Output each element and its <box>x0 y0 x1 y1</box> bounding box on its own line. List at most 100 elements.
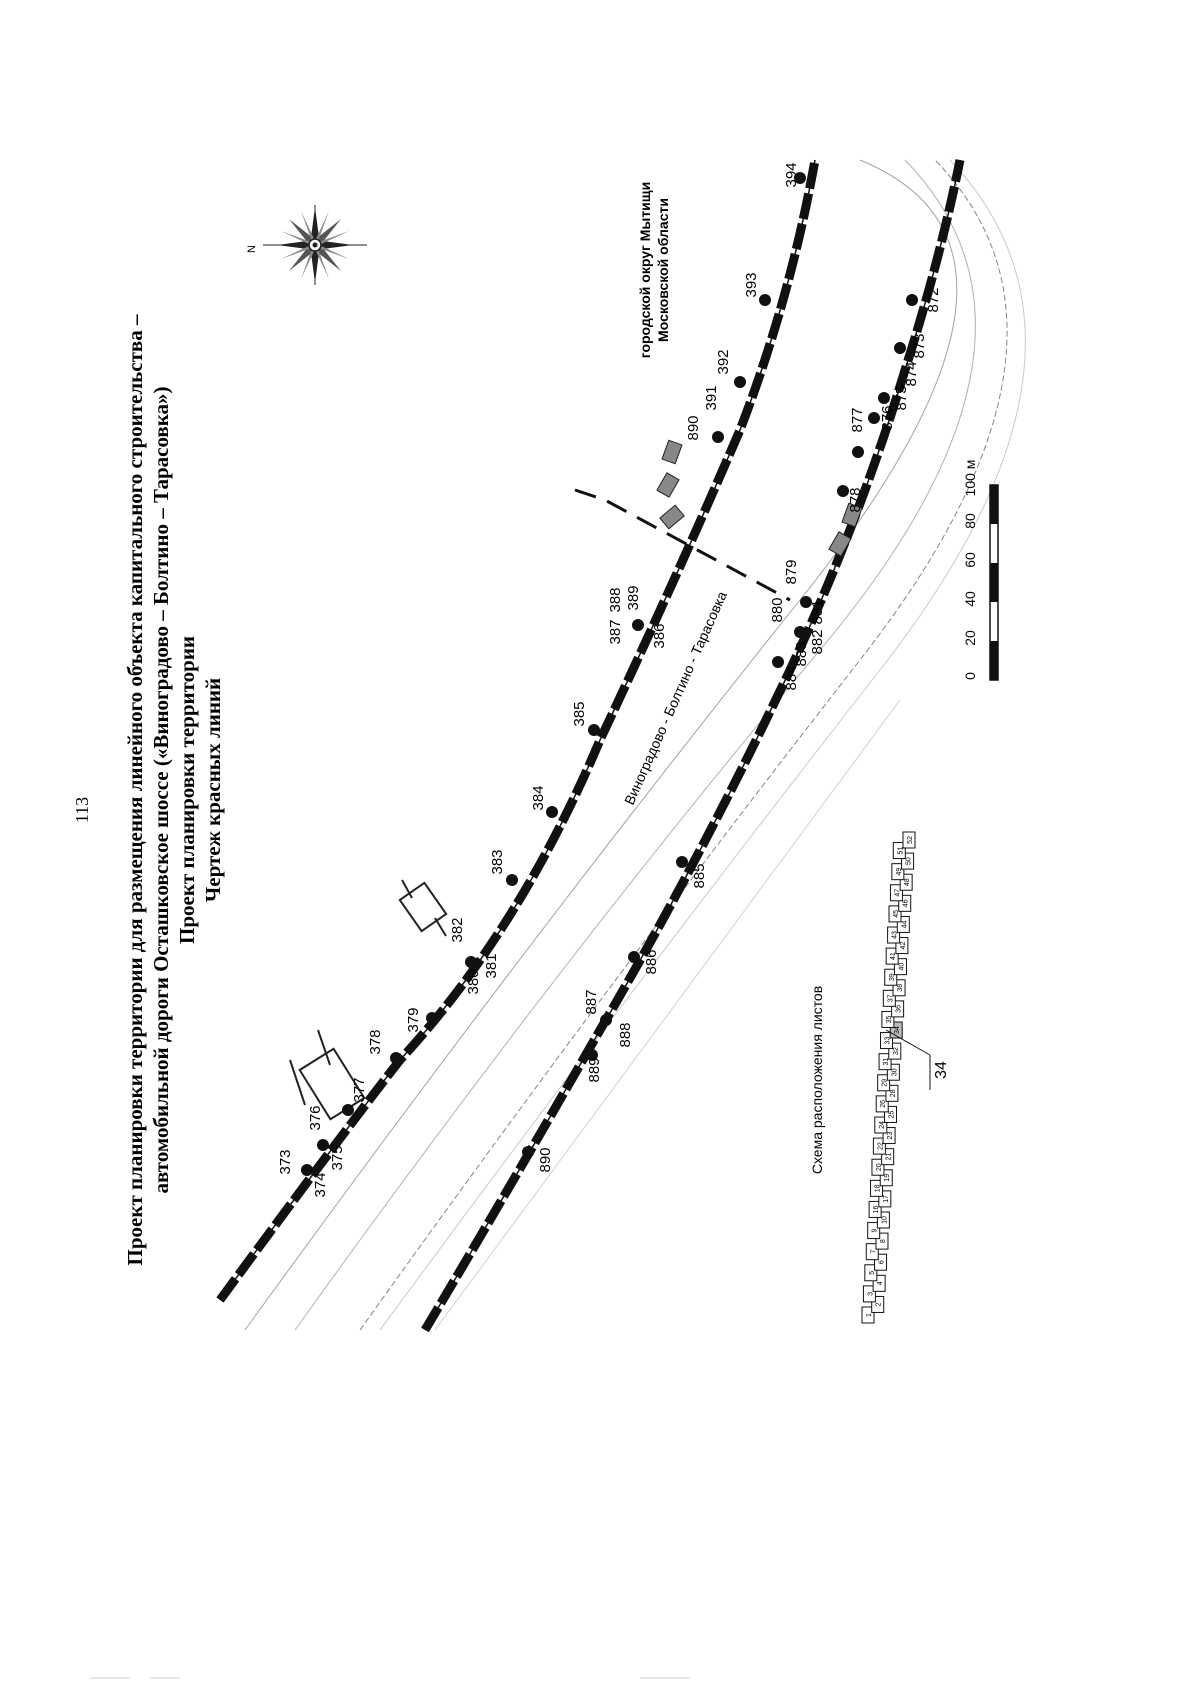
key-map-sheet-number: 18 <box>875 1184 882 1192</box>
point-label: 383 <box>489 849 506 874</box>
key-map-sheet-number: 9 <box>872 1229 879 1233</box>
point-label: 885 <box>691 863 708 888</box>
point-label: 879 <box>783 559 800 584</box>
key-map-sheet-number: 19 <box>884 1174 891 1182</box>
key-map-sheet-box <box>877 1074 891 1092</box>
point-label: 887 <box>583 989 600 1014</box>
key-map-sheet-number: 29 <box>882 1079 889 1087</box>
key-map-sheet-number: 33 <box>884 1037 891 1045</box>
key-map-sheet-number: 48 <box>904 878 911 886</box>
key-map-sheet-box <box>870 1179 884 1197</box>
key-map-sheet-number: 43 <box>892 931 899 939</box>
point-label: 389 <box>625 585 642 610</box>
scale-tick-100: 100 м <box>962 460 978 497</box>
key-map-sheet-number: 41 <box>890 952 897 960</box>
key-map-sheet-number: 32 <box>893 1047 900 1055</box>
key-map-sheet-box <box>867 1222 881 1240</box>
point-label: 377 <box>351 1077 368 1102</box>
key-map-sheet-number: 4 <box>877 1281 884 1285</box>
point-label: 876 <box>879 405 896 430</box>
key-map-sheet-number: 36 <box>896 1005 903 1013</box>
key-map-sheet-number: 23 <box>887 1132 894 1140</box>
scale-tick-40: 40 <box>962 591 978 607</box>
point-label: 877 <box>849 407 866 432</box>
key-map-sheet-box <box>868 1200 882 1218</box>
key-map-sheet-box <box>875 1095 889 1113</box>
key-map-sheet-number: 8 <box>880 1239 887 1243</box>
point-label: 884 <box>783 665 800 690</box>
point-label: 384 <box>530 785 547 810</box>
title-line-1: Проект планировки территории для размеще… <box>123 314 147 1265</box>
key-map-sheet-number: 45 <box>893 910 900 918</box>
key-map-sheet-number: 50 <box>906 857 913 865</box>
point-label: 882 <box>809 629 826 654</box>
key-map-sheet-number: 10 <box>881 1216 888 1224</box>
point-label: 381 <box>483 953 500 978</box>
point-label: 886 <box>643 949 660 974</box>
key-map-sheet-box <box>891 863 905 881</box>
key-map-sheet-number: 34 <box>894 1026 901 1034</box>
road-edges <box>244 159 1026 1331</box>
key-map-sheet-number: 46 <box>903 899 910 907</box>
key-map-sheet-box <box>862 1285 876 1303</box>
point-label: 881 <box>809 599 826 624</box>
key-map-sheet-number: 5 <box>869 1271 876 1275</box>
point-label: 380 <box>465 969 482 994</box>
point-label: 382 <box>449 917 466 942</box>
key-map-sheet-box <box>889 884 903 902</box>
point-label: 385 <box>571 701 588 726</box>
district-label-line-1: городской округ Мытищи <box>637 182 653 358</box>
point-label: 375 <box>329 1145 346 1170</box>
point-label: 878 <box>847 487 864 512</box>
point-label: 872 <box>925 287 942 312</box>
key-map-sheet-box <box>881 1010 895 1028</box>
key-map-sheet-number: 30 <box>891 1068 898 1076</box>
key-map-sheet-number: 44 <box>901 920 908 928</box>
key-map-sheet-box <box>865 1243 879 1261</box>
key-map-sheet-box <box>902 831 916 849</box>
scale-tick-80: 80 <box>962 513 978 529</box>
point-label: 386 <box>651 623 668 648</box>
current-sheet-leader <box>885 1029 931 1056</box>
scale-tick-0: 0 <box>962 672 978 680</box>
key-map-sheet-number: 40 <box>898 963 905 971</box>
key-map-sheet-number: 21 <box>886 1153 893 1161</box>
key-map-sheet-number: 20 <box>876 1163 883 1171</box>
junction-blocks <box>656 439 863 557</box>
key-map-sheet-box <box>884 968 898 986</box>
key-map-sheet-number: 17 <box>883 1195 890 1203</box>
key-map-sheet-number: 37 <box>887 994 894 1002</box>
compass-rose-icon: N <box>246 205 367 285</box>
title-line-2: автомобильной дороги Осташковское шоссе … <box>149 386 173 1193</box>
point-label: 875 <box>893 385 910 410</box>
current-sheet-label: 34 <box>933 1061 950 1079</box>
key-map-sheet-number: 1 <box>866 1313 873 1317</box>
page-number: 113 <box>72 797 92 823</box>
building-outline-1 <box>289 1029 366 1121</box>
key-map-sheet-number: 51 <box>897 847 904 855</box>
point-label: 391 <box>703 385 720 410</box>
key-map-sheet-box <box>885 947 899 965</box>
point-label: 387 <box>607 619 624 644</box>
point-label: 373 <box>277 1149 294 1174</box>
key-map-sheet-number: 22 <box>877 1142 884 1150</box>
key-map-sheet-box <box>872 1137 886 1155</box>
scale-tick-60: 60 <box>962 552 978 568</box>
key-map-sheet-number: 52 <box>907 836 914 844</box>
key-map-sheet-box <box>864 1264 878 1282</box>
key-map-sheet-number: 38 <box>897 984 904 992</box>
key-map-sheet-number: 47 <box>894 889 901 897</box>
key-map-sheet-number: 2 <box>876 1302 883 1306</box>
key-map-sheet-box <box>878 1053 892 1071</box>
point-label: 388 <box>607 587 624 612</box>
point-label: 883 <box>793 641 810 666</box>
key-map-sheet-box <box>879 1032 893 1050</box>
key-map-sheet-number: 39 <box>889 973 896 981</box>
key-map-sheet-number: 26 <box>880 1100 887 1108</box>
key-map-sheet-number: 28 <box>890 1089 897 1097</box>
scale-tick-20: 20 <box>962 630 978 646</box>
compass-north-label: N <box>246 245 258 253</box>
point-label: 374 <box>312 1172 329 1197</box>
key-map-sheet-box <box>874 1116 888 1134</box>
